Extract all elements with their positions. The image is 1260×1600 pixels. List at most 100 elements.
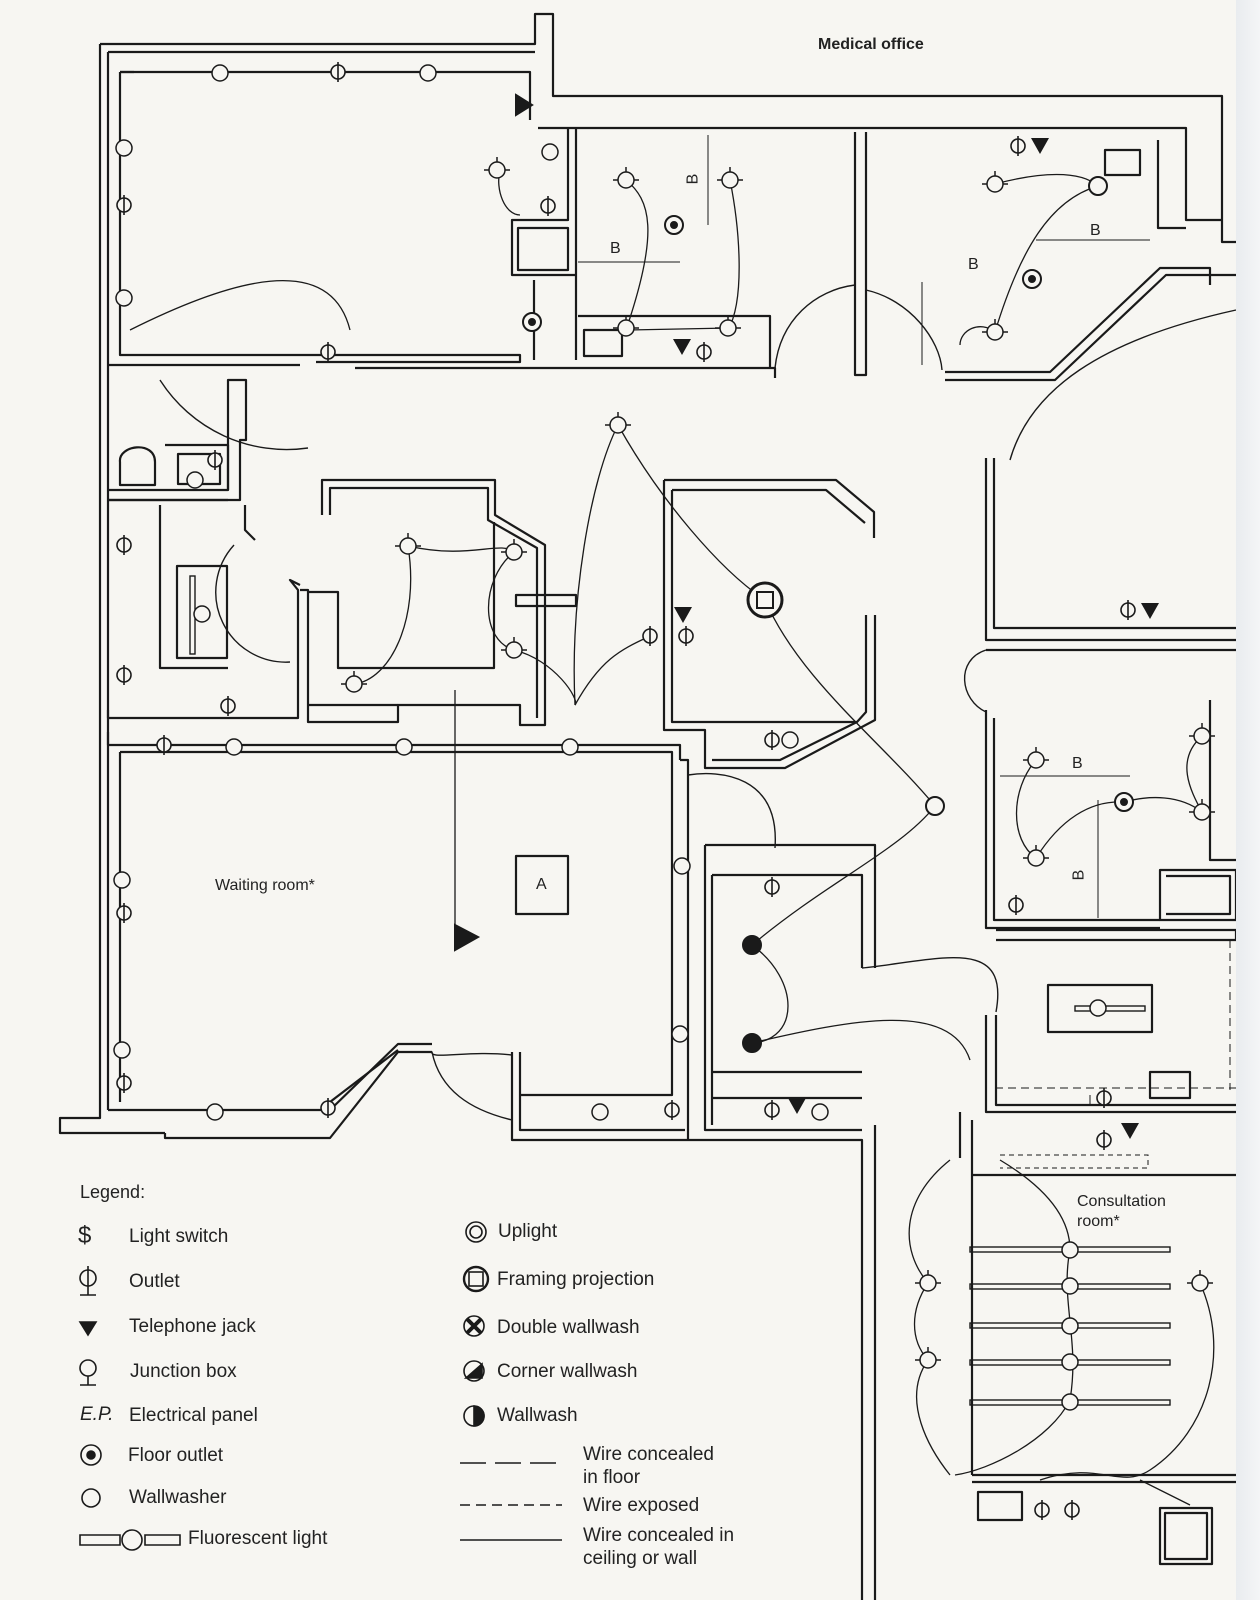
outlet-icon xyxy=(1096,1130,1112,1150)
c-fixture-symbols xyxy=(113,64,1107,1411)
telephone-jack-icon xyxy=(1141,603,1159,619)
wallwasher-icon xyxy=(1023,845,1049,867)
legend-fluorescent-light: Fluorescent light xyxy=(188,1528,328,1549)
legend-outlet: Outlet xyxy=(129,1271,180,1292)
consultation-fluorescent-rows xyxy=(189,575,1171,1406)
consultation-room-label: Consultation room* xyxy=(1077,1193,1166,1230)
outlet-icon xyxy=(1010,136,1026,156)
office-top-left-walls xyxy=(108,70,777,378)
wallwasher-icon xyxy=(484,157,510,179)
c-fixture-icon xyxy=(1061,1353,1079,1371)
dimension-b-label: B xyxy=(610,240,621,257)
outlet-symbols xyxy=(116,62,1136,1520)
legend-framing-projection: Framing projection xyxy=(497,1269,655,1290)
outlet-icon xyxy=(664,1100,680,1120)
c-fixture-icon xyxy=(186,471,204,489)
c-fixture-icon xyxy=(1061,1241,1079,1259)
c-fixture-icon xyxy=(115,139,133,157)
wallwasher-icon xyxy=(613,315,639,337)
light-switch-glyph: $ xyxy=(78,1222,92,1249)
ceiling-wiring xyxy=(129,169,1215,1506)
center-office-walls xyxy=(662,478,877,770)
legend-wallwasher: Wallwasher xyxy=(129,1487,227,1508)
wallwasher-icon xyxy=(1187,1270,1213,1292)
outlet-icon xyxy=(1096,1088,1112,1108)
exterior-walls xyxy=(58,12,1236,1600)
outlet-icon xyxy=(116,535,132,555)
wallwasher-icon xyxy=(715,315,741,337)
wallwasher-symbols xyxy=(341,157,1215,1369)
outlet-icon xyxy=(116,1073,132,1093)
telephone-jack-icon xyxy=(1121,1123,1139,1139)
c-fixture-icon xyxy=(1061,1317,1079,1335)
c-fixture-icon xyxy=(419,64,437,82)
outlet-icon xyxy=(330,62,346,82)
telephone-jack-symbols xyxy=(673,138,1159,1139)
wallwasher-icon xyxy=(717,167,743,189)
outlet-icon xyxy=(678,626,694,646)
dimension-b-label: B xyxy=(1070,869,1088,881)
consultation-room-walls xyxy=(972,1173,1236,1566)
telephone-jack-icon xyxy=(673,339,691,355)
outlet-icon xyxy=(116,903,132,923)
c-fixture-icon xyxy=(193,605,211,623)
telephone-jack-icon xyxy=(788,1098,806,1114)
legend-uplight: Uplight xyxy=(498,1221,558,1242)
wallwasher-icon xyxy=(605,412,631,434)
c-fixture-icon xyxy=(811,1103,829,1121)
c-fixture-icon xyxy=(206,1103,224,1121)
dimension-b-label: B xyxy=(968,256,979,273)
c-fixture-icon xyxy=(673,857,691,875)
c-fixture-icon xyxy=(395,738,413,756)
outlet-icon xyxy=(1120,600,1136,620)
legend-wire-exposed: Wire exposed xyxy=(583,1495,700,1516)
waiting-room-label: Waiting room* xyxy=(215,877,315,894)
c-fixture-icon xyxy=(225,738,243,756)
c-fixture-icon xyxy=(591,1103,609,1121)
legend-wire-floor: Wire concealed in floor xyxy=(583,1444,714,1488)
c-fixture-icon xyxy=(115,289,133,307)
reception-walls xyxy=(300,478,578,727)
wallwasher-icon xyxy=(1189,723,1215,745)
outlet-icon xyxy=(1034,1500,1050,1520)
exam-room-walls-top xyxy=(578,132,1236,382)
outlet-icon xyxy=(764,730,780,750)
wallwasher-icon xyxy=(1189,799,1215,821)
legend-corner-wallwash: Corner wallwash xyxy=(497,1361,638,1382)
wallwasher-icon xyxy=(341,671,367,693)
outlet-icon xyxy=(764,877,780,897)
c-fixture-icon xyxy=(1061,1277,1079,1295)
legend-wire-ceiling: Wire concealed in ceiling or wall xyxy=(583,1525,735,1569)
dimension-lines xyxy=(578,135,1236,1169)
legend-telephone-jack: Telephone jack xyxy=(129,1316,256,1337)
legend-heading: Legend: xyxy=(80,1182,146,1202)
wallwasher-icon xyxy=(982,171,1008,193)
special-fixtures xyxy=(454,93,1134,1053)
dimension-b-label: B xyxy=(684,173,702,185)
wallwasher-icon xyxy=(915,1270,941,1292)
plan-title: Medical office xyxy=(818,36,924,53)
legend-graphics xyxy=(78,1221,562,1551)
legend-double-wallwash: Double wallwash xyxy=(497,1317,640,1338)
outlet-icon xyxy=(116,195,132,215)
scan-edge xyxy=(1236,0,1260,1600)
legend-junction-box: Junction box xyxy=(130,1361,237,1382)
fixture-a-label: A xyxy=(536,876,547,893)
c-fixture-icon xyxy=(671,1025,689,1043)
waiting-room-walls xyxy=(106,732,690,1140)
dimension-b-label: B xyxy=(1090,222,1101,239)
restroom-walls xyxy=(106,378,301,720)
c-fixture-icon xyxy=(1089,999,1107,1017)
legend-light-switch: Light switch xyxy=(129,1226,229,1247)
outlet-icon xyxy=(156,735,172,755)
electrical-panel-glyph: E.P. xyxy=(80,1404,114,1425)
door-swings xyxy=(159,284,1237,1121)
outlet-icon xyxy=(207,450,223,470)
legend-wallwash: Wallwash xyxy=(497,1405,578,1426)
outlet-icon xyxy=(696,342,712,362)
outlet-icon xyxy=(320,1098,336,1118)
outlet-icon xyxy=(220,696,236,716)
wallwasher-icon xyxy=(501,539,527,561)
telephone-jack-icon xyxy=(674,607,692,623)
